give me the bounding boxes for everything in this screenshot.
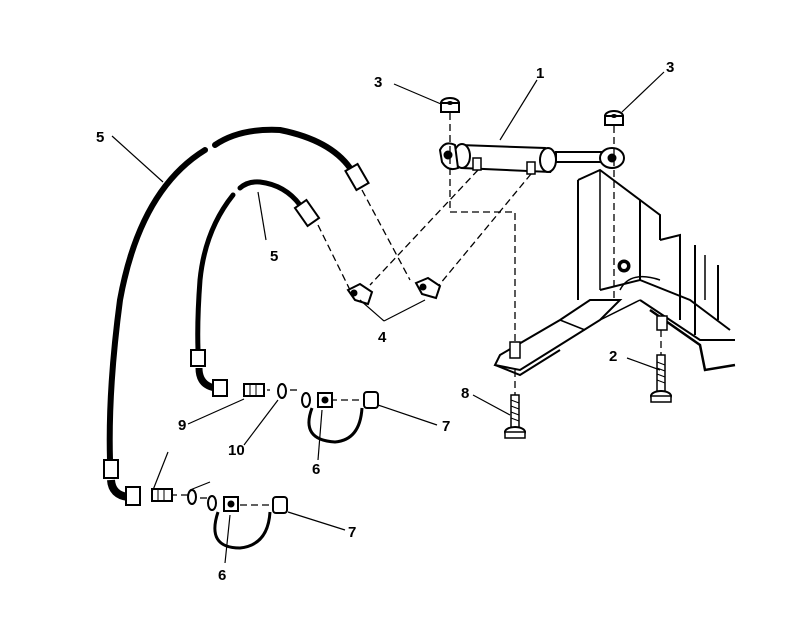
callout-1: 1 — [536, 65, 544, 82]
hose-inner — [190, 179, 321, 397]
callout-6-lower: 6 — [218, 567, 226, 584]
o-ring-lower — [187, 489, 197, 505]
frame-bracket — [493, 168, 736, 377]
callout-3-left: 3 — [374, 74, 382, 91]
hose-outer — [103, 126, 370, 506]
callout-5-inner: 5 — [270, 248, 278, 265]
nut-left — [440, 97, 460, 113]
elbow-fitting-right — [414, 276, 442, 300]
elbow-fitting-left — [346, 282, 374, 306]
callout-4: 4 — [378, 329, 387, 346]
bolt-lower — [504, 394, 526, 439]
callout-9: 9 — [178, 417, 186, 434]
hydraulic-cylinder — [438, 142, 625, 175]
callout-5-outer: 5 — [96, 129, 104, 146]
leader-lines — [111, 71, 665, 564]
callout-8: 8 — [461, 385, 469, 402]
o-ring-upper — [277, 383, 287, 399]
bolt-right — [650, 354, 672, 403]
cap-assembly-lower — [207, 495, 288, 550]
frame-hole — [617, 259, 631, 273]
adapter-lower — [151, 488, 173, 502]
callout-3-right: 3 — [666, 59, 674, 76]
callout-7-upper: 7 — [442, 418, 450, 435]
frame-stud — [509, 315, 668, 359]
adapter-upper — [243, 383, 265, 397]
cap-assembly-upper — [301, 391, 379, 444]
callout-7-lower: 7 — [348, 524, 356, 541]
callout-2: 2 — [609, 348, 617, 365]
callout-6-upper: 6 — [312, 461, 320, 478]
assembly-centerlines — [170, 113, 662, 506]
nut-right — [604, 110, 624, 126]
callout-10: 10 — [228, 442, 245, 459]
